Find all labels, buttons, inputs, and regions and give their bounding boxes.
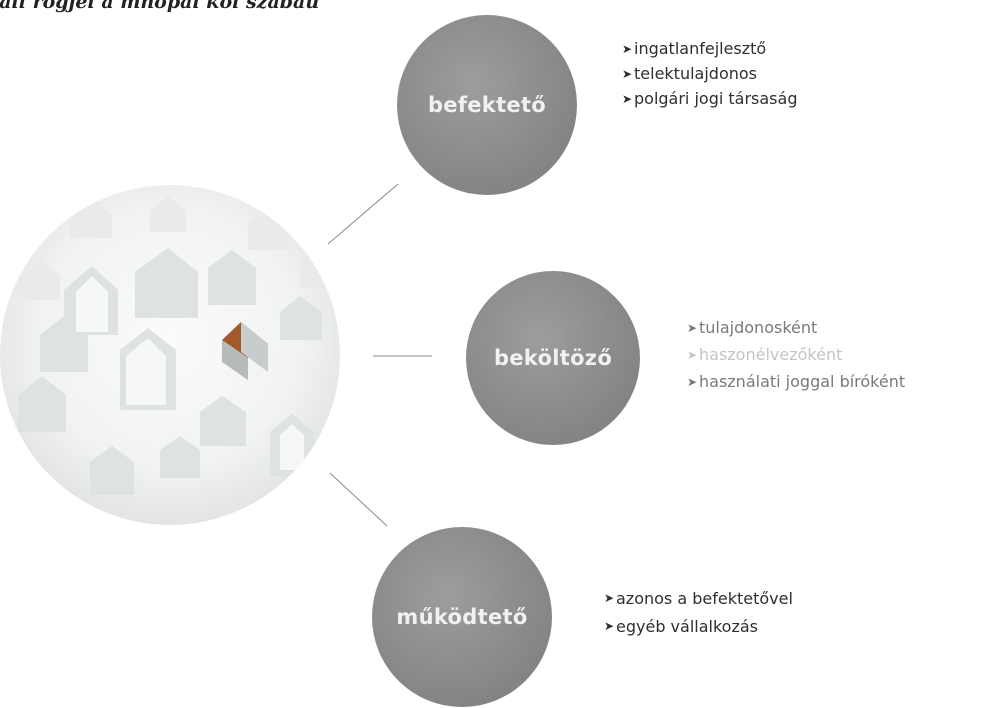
befekteto-label: befektető [427, 93, 547, 117]
arrow-bullet-icon: ➤ [604, 619, 615, 633]
arrow-bullet-icon: ➤ [687, 347, 698, 362]
list-item-text: haszonélvezőként [699, 345, 843, 364]
list-item: ➤tulajdonosként [687, 314, 905, 341]
mukodteto-label: működtető [396, 605, 528, 629]
mukodteto-items: ➤azonos a befektetővel ➤egyéb vállalkozá… [604, 584, 793, 640]
list-item: ➤haszonélvezőként [687, 341, 905, 368]
list-item-text: használati joggal bíróként [699, 372, 906, 391]
connector-line-befekteto [327, 183, 399, 245]
list-item-text: tulajdonosként [699, 318, 818, 337]
connector-lines [327, 183, 432, 527]
befekteto-node: befektető [397, 15, 577, 195]
list-item: ➤polgári jogi társaság [622, 86, 797, 111]
mukodteto-node: működtető [372, 527, 552, 707]
list-item: ➤egyéb vállalkozás [604, 612, 793, 640]
list-item: ➤ingatlanfejlesztő [622, 36, 797, 61]
arrow-bullet-icon: ➤ [622, 41, 633, 56]
list-item: ➤telektulajdonos [622, 61, 797, 86]
list-item-text: ingatlanfejlesztő [634, 39, 767, 58]
arrow-bullet-icon: ➤ [604, 591, 615, 605]
bekoltozo-items: ➤tulajdonosként ➤haszonélvezőként ➤haszn… [687, 314, 905, 395]
list-item: ➤azonos a befektetővel [604, 584, 793, 612]
befekteto-items: ➤ingatlanfejlesztő ➤telektulajdonos ➤pol… [622, 36, 797, 111]
arrow-bullet-icon: ➤ [622, 66, 633, 81]
list-item: ➤használati joggal bíróként [687, 368, 905, 395]
arrow-bullet-icon: ➤ [687, 320, 698, 335]
arrow-bullet-icon: ➤ [622, 91, 633, 106]
page-header: lali rögjel a mnopai koi szabáu [0, 0, 320, 13]
list-item-text: telektulajdonos [634, 64, 757, 83]
houses-illustration [0, 185, 340, 525]
arrow-bullet-icon: ➤ [687, 374, 698, 389]
connector-line-mukodteto [329, 472, 388, 527]
bekoltozo-node: beköltöző [466, 271, 640, 445]
bekoltozo-label: beköltöző [493, 346, 613, 370]
list-item-text: azonos a befektetővel [616, 588, 793, 608]
highlighted-house [222, 322, 268, 380]
list-item-text: polgári jogi társaság [634, 89, 798, 108]
list-item-text: egyéb vállalkozás [616, 616, 758, 636]
